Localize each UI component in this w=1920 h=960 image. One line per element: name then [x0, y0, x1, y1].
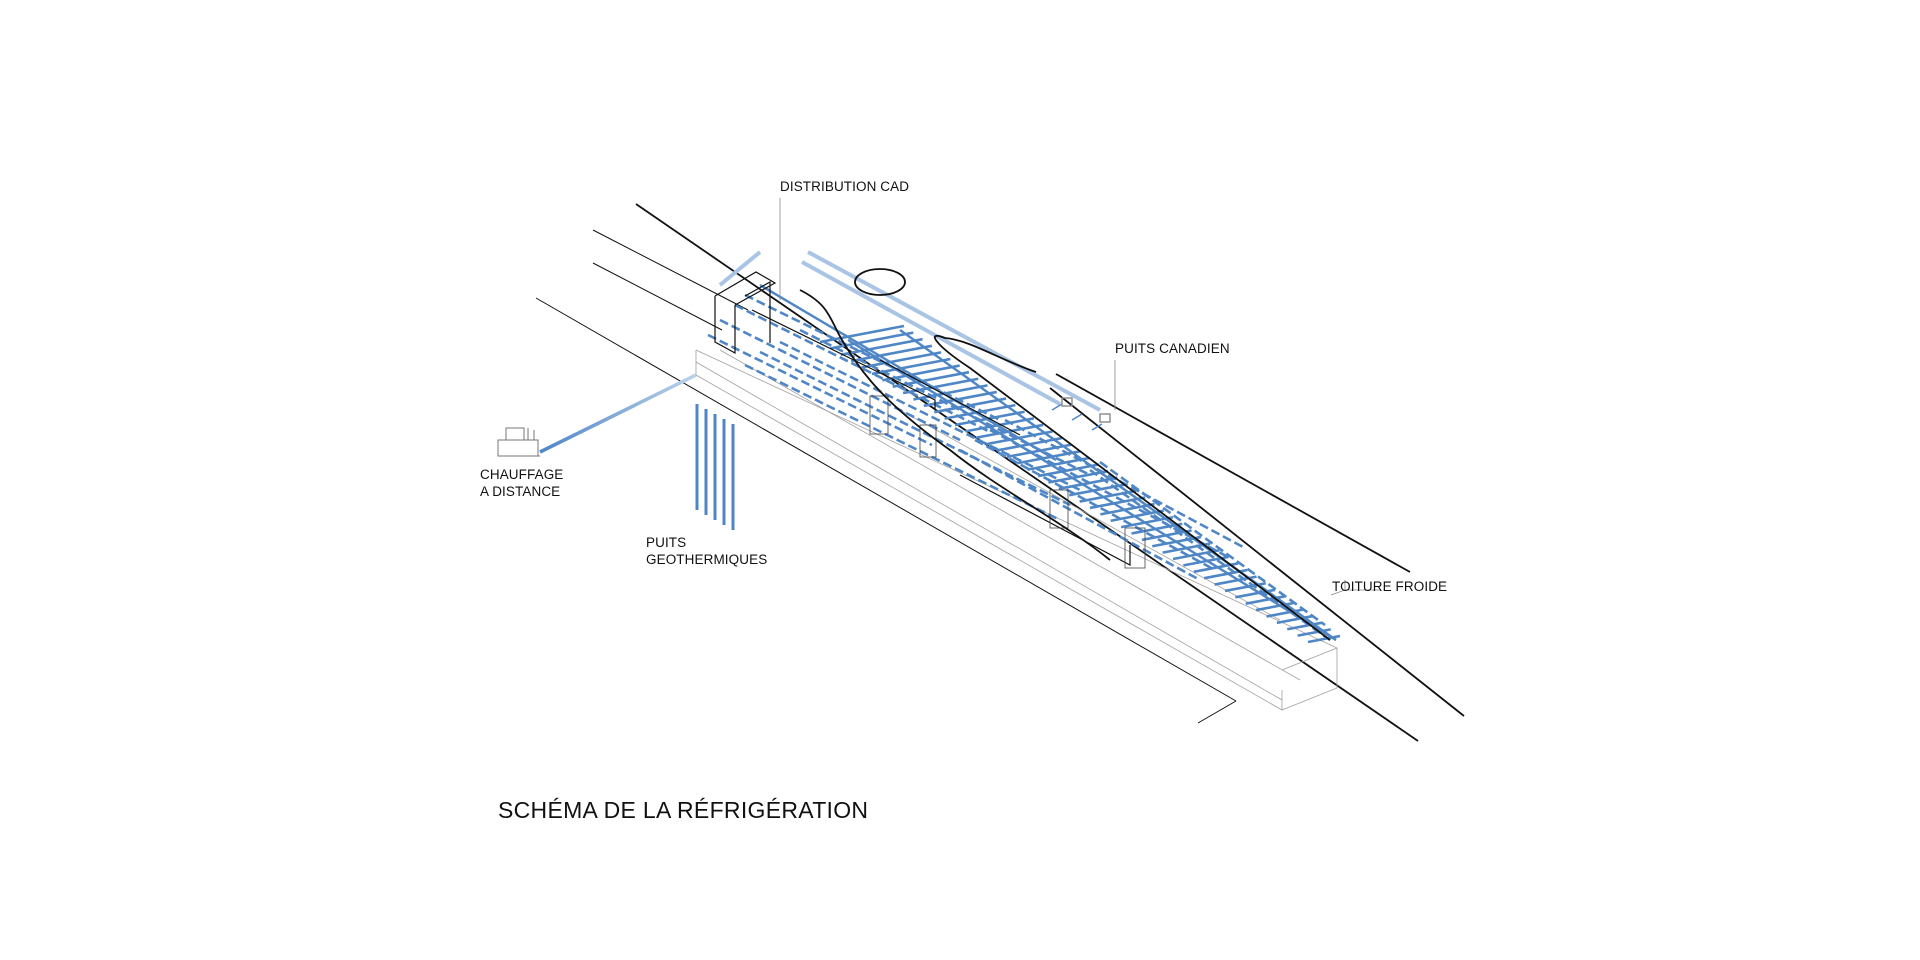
floor-grid-rung [1297, 628, 1331, 637]
puits-geothermiques-label-line1: PUITS [646, 535, 687, 550]
building-frames [714, 271, 1146, 569]
ladder-rails [759, 283, 1337, 642]
floor-grid-rung [892, 370, 970, 388]
floor-grid-rung [882, 364, 960, 382]
floor-grid-rung [1017, 450, 1081, 465]
chauffage-label-line1: CHAUFFAGE [480, 467, 564, 482]
floor-grid-rung [1307, 634, 1341, 644]
floor-grid-rung [819, 324, 905, 344]
floor-grid-rung [1079, 489, 1137, 503]
floor-grid-rung [944, 403, 1016, 420]
puits-canadien-label: PUITS CANADIEN [1115, 341, 1230, 356]
floor-grid-rung [923, 390, 998, 408]
floor-grid-rung [1048, 469, 1109, 484]
heating-plant-icon [497, 427, 540, 457]
floor-grid-rung [1037, 463, 1100, 478]
floor-grid-rung [871, 357, 951, 376]
floor-grid-rung [861, 351, 942, 369]
floor-grid-rung [1058, 476, 1118, 491]
floor-grid-rung [830, 331, 914, 350]
lightwell-ellipse [854, 268, 906, 296]
floor-grid-rung [913, 384, 988, 401]
distribution-cad-label: DISTRIBUTION CAD [780, 179, 910, 194]
radiant-floor-grid [707, 293, 1341, 644]
chauffage-label-line2: A DISTANCE [480, 484, 561, 499]
floor-grid-rung [850, 344, 933, 363]
site-curve [799, 289, 1111, 561]
canadian-well-vents [1051, 397, 1111, 431]
floor-grid-rung [1027, 456, 1090, 471]
floor-grid-rung [1286, 621, 1322, 631]
heating-pipe [539, 373, 697, 454]
puits-geothermiques-label-line2: GEOTHERMIQUES [646, 552, 768, 567]
toiture-froide-label: TOITURE FROIDE [1332, 579, 1448, 594]
leader-lines [779, 198, 1380, 596]
floor-grid-rung [1276, 614, 1313, 625]
diagram-title: SCHÉMA DE LA RÉFRIGÉRATION [498, 797, 869, 823]
floor-grid-rung [840, 337, 923, 357]
floor-grid-rung [933, 397, 1007, 414]
geothermal-wells [695, 404, 735, 530]
floor-grid-rung [965, 417, 1035, 433]
floor-grid-rung [1068, 483, 1127, 497]
canopy-outline [934, 334, 1331, 641]
